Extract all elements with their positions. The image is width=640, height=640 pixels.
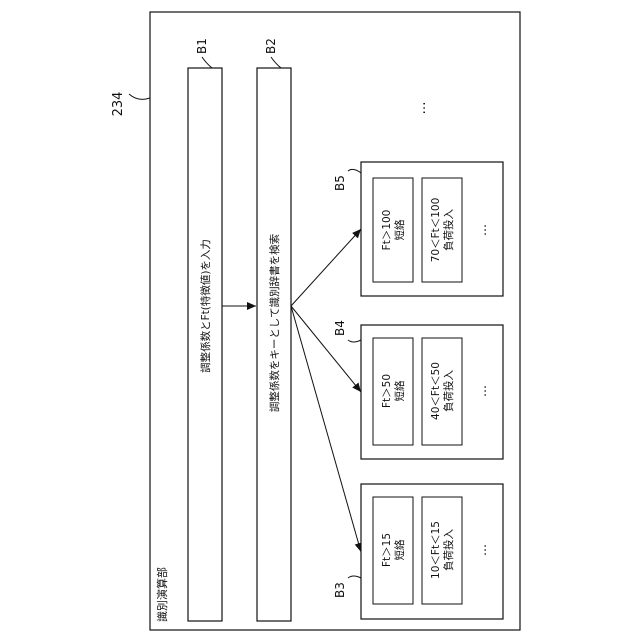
figure-ref-leader — [129, 94, 150, 99]
group-b5-cell-1-line-2: 短絡 — [393, 219, 406, 240]
group-b5-cell-1-line-1: Ft＞100 — [381, 210, 393, 251]
bar-b2-label: B2 — [264, 38, 278, 54]
arrow-b2-to-b3 — [291, 306, 361, 552]
bar-b1-text: 調整係数とFt(特徴値)を入力 — [199, 239, 212, 373]
group-b4-cell-2-line-1: 40＜Ft＜50 — [430, 362, 442, 420]
group-b5-leader — [348, 169, 361, 173]
group-b3-cell-2-line-1: 10＜Ft＜15 — [430, 521, 442, 579]
group-b4-cell-2-line-2: 負荷投入 — [442, 370, 455, 412]
group-b5: Ft＞100 短絡 70＜Ft＜100 負荷投入 … B5 — [333, 162, 503, 296]
group-b5-cell-2-line-1: 70＜Ft＜100 — [430, 198, 442, 263]
bar-b2-text: 調整係数をキーとして識別辞書を検索 — [268, 234, 281, 412]
bar-b1-label: B1 — [195, 38, 209, 54]
group-b5-cell-1 — [373, 178, 413, 282]
group-b3-cell-2 — [422, 497, 462, 604]
group-b3-cell-2-line-2: 負荷投入 — [442, 529, 455, 571]
group-b4-more: … — [475, 385, 489, 397]
group-b3-cell-1-line-2: 短絡 — [393, 539, 406, 560]
group-b3-cell-1-line-1: Ft＞15 — [381, 533, 393, 567]
group-b4-leader — [348, 340, 361, 342]
group-b4-cell-1 — [373, 338, 413, 445]
group-b5-more: … — [475, 224, 489, 236]
group-b3-more: … — [475, 544, 489, 556]
group-b5-cell-2 — [422, 178, 462, 282]
bar-b2-leader — [271, 57, 281, 68]
group-b3: Ft＞15 短絡 10＜Ft＜15 負荷投入 … B3 — [333, 484, 503, 619]
group-b3-cell-1 — [373, 497, 413, 604]
arrow-b2-to-b4 — [291, 306, 361, 392]
group-b3-label: B3 — [333, 582, 347, 598]
arrow-b2-to-b5 — [291, 229, 361, 306]
figure-ref-number: 234 — [111, 92, 126, 117]
bar-b1-leader — [202, 57, 212, 68]
group-b5-cell-2-line-2: 負荷投入 — [442, 209, 455, 251]
group-b4-cell-1-line-1: Ft＞50 — [381, 374, 393, 408]
group-b4-label: B4 — [333, 320, 347, 336]
group-b3-leader — [348, 576, 361, 578]
continuation-dots: … — [414, 102, 429, 115]
group-b5-label: B5 — [333, 175, 347, 191]
group-b4-cell-2 — [422, 338, 462, 445]
section-label: 識別演算部 — [155, 567, 169, 622]
group-b4-cell-1-line-2: 短絡 — [393, 380, 406, 401]
